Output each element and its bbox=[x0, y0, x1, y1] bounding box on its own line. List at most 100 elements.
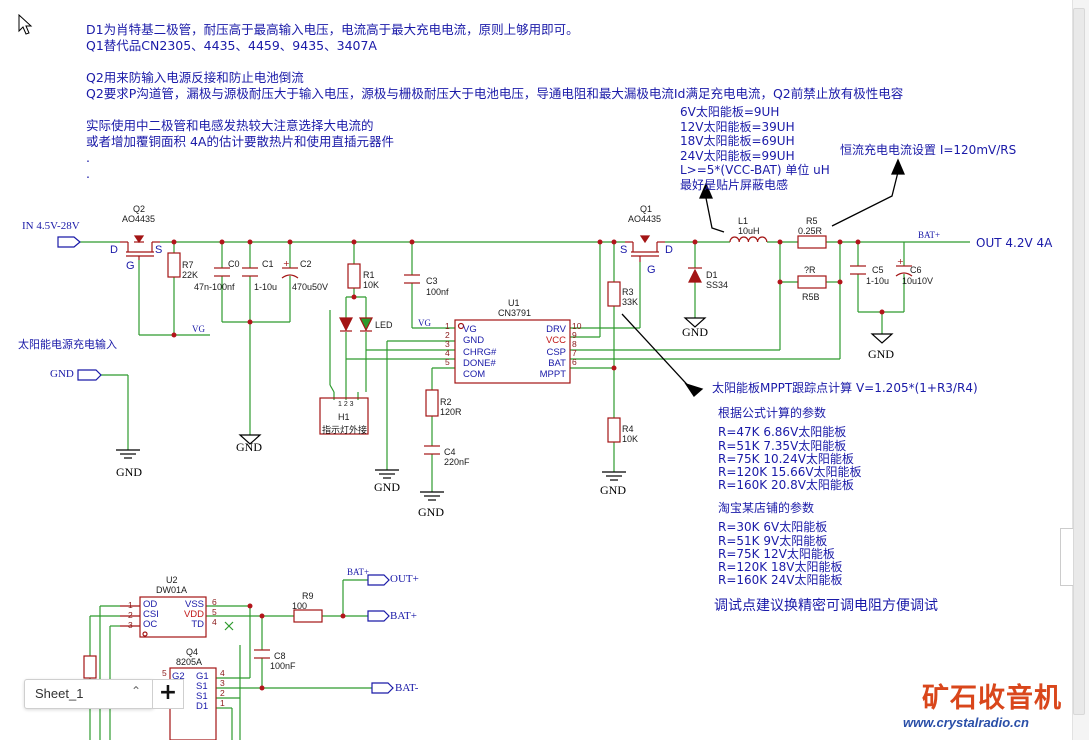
pin-name: CSI bbox=[143, 609, 159, 620]
r3-value: 33K bbox=[622, 297, 639, 307]
annotation-arrows bbox=[621, 158, 905, 397]
q1-pin-g: G bbox=[647, 264, 656, 276]
watermark-url: www.crystalradio.cn bbox=[903, 715, 1029, 730]
c3-value: 100nf bbox=[426, 287, 449, 297]
c5-value: 1-10u bbox=[866, 276, 890, 286]
q2-ref: Q2 bbox=[133, 204, 146, 214]
q1-mosfet-symbol bbox=[625, 235, 665, 262]
pin-name: S1 bbox=[196, 681, 208, 692]
net-solar-label: 太阳能电源充电输入 bbox=[18, 338, 117, 351]
note-line: 12V太阳能板=39UH bbox=[680, 119, 795, 134]
add-sheet-button[interactable]: + bbox=[152, 679, 184, 709]
u2-right-pin-nums: 6 5 4 bbox=[212, 597, 217, 627]
pin-num: 5 bbox=[162, 668, 167, 678]
r5-ref: R5 bbox=[806, 216, 818, 226]
c3-capacitor bbox=[404, 274, 420, 284]
watermark-logo-text: 矿石收音机 bbox=[922, 683, 1062, 714]
svg-text:+: + bbox=[897, 257, 904, 266]
scrollbar-thumb[interactable] bbox=[1073, 8, 1085, 715]
notes-top: D1为肖特基二极管，耐压高于最高输入电压，电流高于最大充电电流，原则上够用即可。… bbox=[86, 22, 903, 182]
pin-name: OC bbox=[143, 619, 158, 630]
net-bat-plus-label: BAT+ bbox=[918, 230, 941, 240]
note-line: D1为肖特基二极管，耐压高于最高输入电压，电流高于最大充电电流，原则上够用即可。 bbox=[86, 22, 579, 37]
d1-ref: D1 bbox=[706, 270, 718, 280]
r5b-resistor bbox=[797, 275, 827, 289]
pin-name: G1 bbox=[196, 671, 209, 682]
r4-ref: R4 bbox=[622, 424, 634, 434]
pin-num: 7 bbox=[572, 348, 577, 358]
sheet-tab[interactable]: Sheet_1 ⌃ bbox=[24, 679, 154, 709]
net-vg-label: VG bbox=[418, 318, 431, 328]
note-line: L>=5*(VCC-BAT) 单位 uH bbox=[680, 163, 830, 177]
pin-name: CSP bbox=[546, 346, 566, 358]
note-line: . bbox=[86, 166, 90, 181]
net-out-plus-label: OUT+ bbox=[390, 573, 419, 585]
pin-num: 6 bbox=[572, 357, 577, 367]
sheet-tab-label: Sheet_1 bbox=[35, 686, 84, 701]
cursor-icon bbox=[18, 14, 33, 35]
c1-capacitor bbox=[242, 267, 258, 277]
h1-ref: H1 bbox=[338, 412, 350, 422]
gnd-label: GND bbox=[682, 325, 708, 339]
q2-pin-g: G bbox=[126, 260, 135, 272]
pin-num: 4 bbox=[212, 617, 217, 627]
r7-ref: R7 bbox=[182, 260, 194, 270]
pin-num: 2 bbox=[220, 688, 225, 698]
pin-num: 4 bbox=[220, 668, 225, 678]
l1-ref: L1 bbox=[738, 216, 749, 226]
q1-ref: Q1 bbox=[640, 204, 653, 214]
in-port bbox=[57, 236, 81, 248]
q4-value: 8205A bbox=[176, 657, 203, 667]
u1-value: CN3791 bbox=[498, 308, 532, 318]
junction-group bbox=[171, 239, 885, 691]
param-line: R=30K 6V太阳能板 bbox=[718, 520, 828, 535]
r1-resistor bbox=[347, 263, 361, 289]
pin-name: DONE# bbox=[463, 357, 496, 369]
q1-pin-s: S bbox=[620, 244, 628, 256]
wire-group bbox=[80, 241, 970, 740]
note-line: Q2用来防输入电源反接和防止电池倒流 bbox=[86, 70, 304, 85]
r7-value: 22K bbox=[182, 270, 199, 280]
chevron-up-icon[interactable]: ⌃ bbox=[131, 684, 142, 698]
gnd-label: GND bbox=[116, 465, 142, 479]
q2-value: AO4435 bbox=[122, 214, 156, 224]
pin-name: VDD bbox=[183, 609, 204, 620]
d1-value: SS34 bbox=[706, 280, 729, 290]
gnd-label: GND bbox=[600, 483, 626, 497]
gnd-label: GND bbox=[868, 347, 894, 361]
net-bat-small-label: BAT+ bbox=[347, 567, 370, 577]
note-line: Q1替代品CN2305、4435、4459、9435、3407A bbox=[86, 38, 377, 53]
q2-pin-s: S bbox=[155, 244, 163, 256]
gnd-port bbox=[77, 369, 102, 381]
note-line: 或者增加覆铜面积 4A的估计要散热片和使用直插元器件 bbox=[86, 134, 394, 149]
c8-ref: C8 bbox=[274, 651, 286, 661]
c1-ref: C1 bbox=[262, 259, 274, 269]
shop-params: 淘宝某店铺的参数 R=30K 6V太阳能板 R=51K 9V太阳能板 R=75K… bbox=[718, 501, 842, 588]
c6-ref: C6 bbox=[910, 265, 922, 275]
pin-num: 10 bbox=[572, 321, 582, 331]
c5-ref: C5 bbox=[872, 265, 884, 275]
c6-capacitor: + bbox=[895, 257, 913, 277]
svg-text:+: + bbox=[283, 259, 290, 268]
h1-pins: 1 2 3 bbox=[338, 401, 354, 408]
net-vg-label: VG bbox=[192, 324, 205, 334]
u1-left-pin-names: VG GND CHRG# DONE# COM bbox=[463, 324, 496, 380]
pin-name: S1 bbox=[196, 691, 208, 702]
param-line: R=51K 9V太阳能板 bbox=[718, 533, 828, 548]
pin-num: 1 bbox=[445, 321, 450, 331]
r4-resistor bbox=[607, 417, 621, 443]
q4-right-pins: G1 S1 S1 D1 bbox=[196, 672, 209, 712]
u2-left-pin-nums: 1 2 3 bbox=[128, 600, 133, 630]
bottom-resistor bbox=[83, 655, 97, 679]
c1-value: 1-10u bbox=[254, 282, 278, 292]
r5b-value: ?R bbox=[804, 265, 816, 275]
led-ref: LED bbox=[375, 320, 393, 330]
out-plus-port bbox=[367, 574, 390, 586]
r5b-ref: R5B bbox=[802, 292, 820, 302]
note-line: 18V太阳能板=69UH bbox=[680, 134, 795, 148]
side-panel-tab[interactable] bbox=[1060, 528, 1073, 586]
r5-resistor bbox=[797, 235, 827, 249]
c6-value: 10u10V bbox=[902, 276, 934, 286]
param-line: R=120K 15.66V太阳能板 bbox=[718, 465, 862, 480]
